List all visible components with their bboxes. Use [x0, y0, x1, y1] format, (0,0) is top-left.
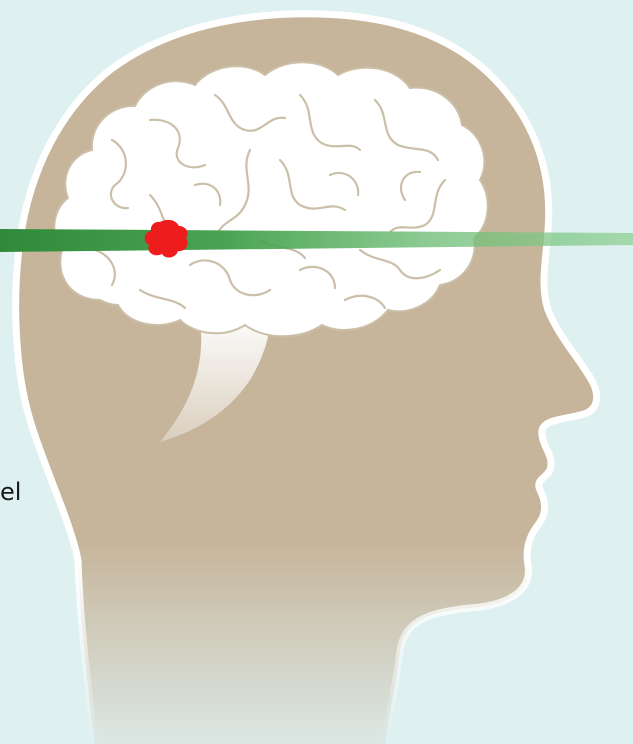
partial-label: el [0, 478, 21, 506]
